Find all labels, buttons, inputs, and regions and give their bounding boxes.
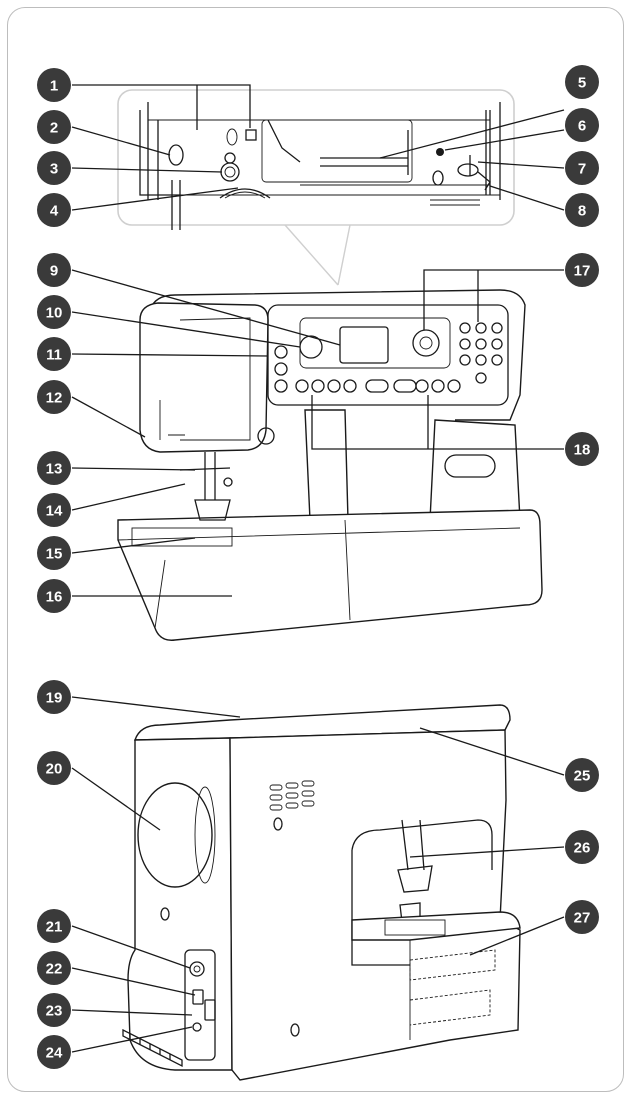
callout-number: 22 bbox=[46, 961, 63, 978]
callout-circle bbox=[37, 380, 71, 414]
callout-15: 15 bbox=[37, 536, 71, 570]
callout-25: 25 bbox=[565, 758, 599, 792]
callout-9: 9 bbox=[37, 253, 71, 287]
callout-number: 11 bbox=[46, 347, 62, 364]
callout-24: 24 bbox=[37, 1035, 71, 1069]
callout-number: 2 bbox=[50, 120, 58, 137]
callout-circle bbox=[37, 493, 71, 527]
callout-8: 8 bbox=[565, 193, 599, 227]
callout-number: 3 bbox=[50, 161, 58, 178]
callout-markers: 1234567891011121314151617181920212223242… bbox=[37, 65, 599, 1069]
callout-1: 1 bbox=[37, 68, 71, 102]
leader-lines bbox=[71, 84, 565, 1053]
callout-circle bbox=[37, 295, 71, 329]
callout-16: 16 bbox=[37, 579, 71, 613]
callout-number: 12 bbox=[46, 390, 63, 407]
callout-3: 3 bbox=[37, 151, 71, 185]
callout-circle bbox=[565, 151, 599, 185]
callout-circle bbox=[37, 951, 71, 985]
callout-23: 23 bbox=[37, 993, 71, 1027]
callout-circle bbox=[37, 751, 71, 785]
callout-14: 14 bbox=[37, 493, 71, 527]
callout-circle bbox=[37, 253, 71, 287]
callout-19: 19 bbox=[37, 680, 71, 714]
callout-circle bbox=[565, 253, 599, 287]
callout-circle bbox=[565, 193, 599, 227]
page-frame bbox=[7, 7, 624, 1092]
callout-number: 25 bbox=[574, 768, 591, 785]
callout-circle bbox=[565, 65, 599, 99]
callout-21: 21 bbox=[37, 909, 71, 943]
callout-number: 14 bbox=[46, 503, 63, 520]
callout-number: 21 bbox=[46, 919, 63, 936]
callout-6: 6 bbox=[565, 108, 599, 142]
front-view-machine bbox=[117, 289, 543, 641]
callout-number: 13 bbox=[46, 461, 63, 478]
callout-circle bbox=[37, 68, 71, 102]
back-view-machine bbox=[122, 704, 521, 1081]
callout-circle bbox=[37, 909, 71, 943]
top-view-inset bbox=[117, 89, 515, 286]
callout-2: 2 bbox=[37, 110, 71, 144]
callout-4: 4 bbox=[37, 193, 71, 227]
callout-number: 7 bbox=[578, 161, 586, 178]
callout-number: 16 bbox=[46, 589, 63, 606]
callout-22: 22 bbox=[37, 951, 71, 985]
callout-circle bbox=[37, 110, 71, 144]
callout-number: 26 bbox=[574, 840, 591, 857]
callout-7: 7 bbox=[565, 151, 599, 185]
callout-number: 27 bbox=[574, 910, 591, 927]
callout-number: 19 bbox=[46, 690, 63, 707]
callout-number: 10 bbox=[46, 305, 63, 322]
callout-18: 18 bbox=[565, 432, 599, 466]
callout-13: 13 bbox=[37, 451, 71, 485]
callout-5: 5 bbox=[565, 65, 599, 99]
callout-circle bbox=[565, 900, 599, 934]
callout-circle bbox=[37, 680, 71, 714]
callout-number: 9 bbox=[50, 263, 58, 280]
callout-circle bbox=[37, 993, 71, 1027]
callout-number: 20 bbox=[46, 761, 63, 778]
callout-circle bbox=[37, 536, 71, 570]
callout-number: 15 bbox=[46, 546, 63, 563]
callout-20: 20 bbox=[37, 751, 71, 785]
callout-circle bbox=[37, 337, 71, 371]
callout-10: 10 bbox=[37, 295, 71, 329]
callout-number: 5 bbox=[578, 75, 586, 92]
callout-number: 24 bbox=[46, 1045, 63, 1062]
callout-11: 11 bbox=[37, 337, 71, 371]
callout-circle bbox=[565, 758, 599, 792]
callout-circle bbox=[565, 830, 599, 864]
callout-circle bbox=[37, 193, 71, 227]
callout-circle bbox=[37, 151, 71, 185]
callout-number: 4 bbox=[50, 203, 59, 220]
callout-circle bbox=[37, 451, 71, 485]
callout-number: 18 bbox=[574, 442, 591, 459]
callout-number: 6 bbox=[578, 118, 586, 135]
callout-circle bbox=[565, 108, 599, 142]
callout-27: 27 bbox=[565, 900, 599, 934]
callout-number: 17 bbox=[574, 263, 591, 280]
callout-number: 8 bbox=[578, 203, 586, 220]
callout-number: 23 bbox=[46, 1003, 63, 1020]
callout-circle bbox=[37, 1035, 71, 1069]
callout-circle bbox=[565, 432, 599, 466]
callout-12: 12 bbox=[37, 380, 71, 414]
callout-circle bbox=[37, 579, 71, 613]
callout-17: 17 bbox=[565, 253, 599, 287]
callout-26: 26 bbox=[565, 830, 599, 864]
callout-number: 1 bbox=[50, 78, 58, 95]
